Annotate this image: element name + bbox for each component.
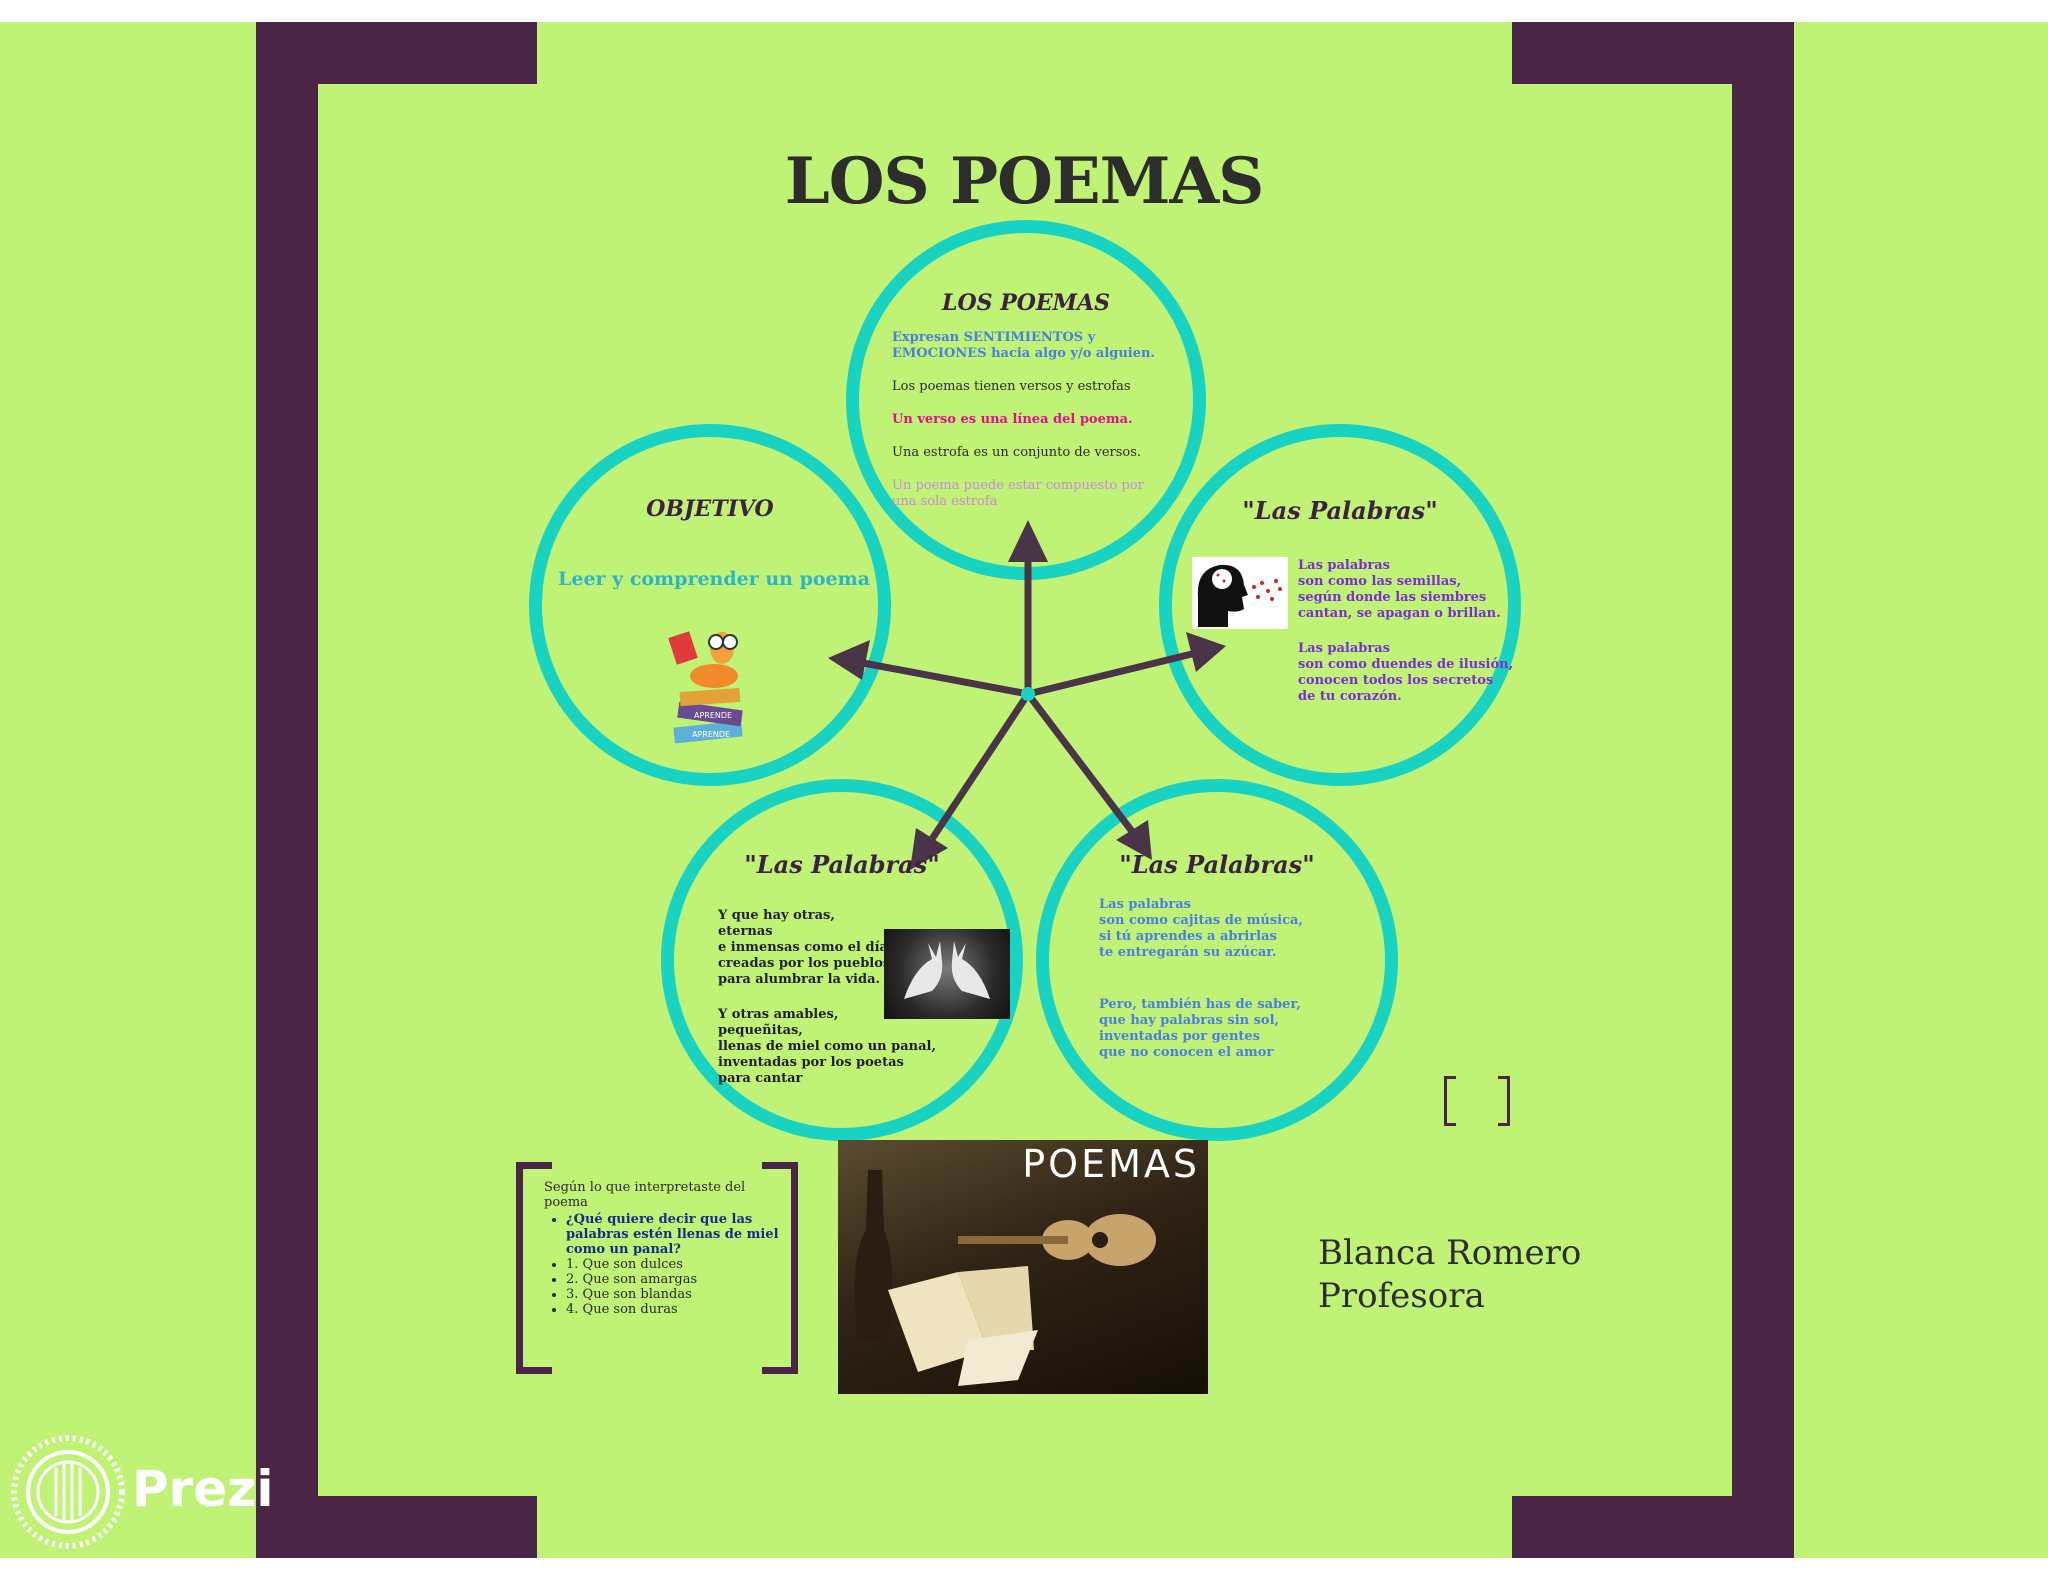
circle-bottom-right-stanza2: Pero, también has de saber, que hay pala…	[1099, 997, 1301, 1061]
option-2[interactable]: 2. Que son amargas	[566, 1272, 796, 1287]
circle-bottom-right-title: "Las Palabras"	[1036, 850, 1398, 879]
arrowhead-up	[1008, 520, 1048, 562]
option-4[interactable]: 4. Que son duras	[566, 1302, 796, 1317]
circle-top-title: LOS POEMAS	[846, 290, 1206, 316]
circle-bottom-left-stanza2: Y otras amables, pequeñitas, llenas de m…	[718, 1007, 936, 1087]
prezi-logo-text: Prezi	[132, 1460, 273, 1518]
circle-top-line3: Un verso es una línea del poema.	[892, 412, 1133, 428]
poemas-poster-image: POEMAS	[838, 1140, 1208, 1394]
author-role: Profesora	[1318, 1275, 1581, 1318]
circle-bottom-left-stanza1: Y que hay otras, eternas e inmensas como…	[718, 908, 895, 988]
presentation-canvas: LOS POEMAS LOS POEMAS Expresan SENTIMIEN…	[0, 22, 2048, 1558]
circle-right-stanza1: Las palabras son como las semillas, segú…	[1298, 558, 1501, 622]
arrow-hub	[1021, 687, 1035, 701]
arrow-bottom-right	[1028, 694, 1134, 834]
circle-top-line5: Un poema puede estar compuesto por una s…	[892, 478, 1144, 510]
circle-left-title: OBJETIVO	[529, 496, 891, 522]
arrow-right	[1028, 652, 1200, 694]
circle-right-title: "Las Palabras"	[1159, 496, 1521, 525]
prezi-logo-icon	[8, 1432, 128, 1552]
question-list: ¿Qué quiere decir que las palabras estén…	[548, 1212, 796, 1317]
prezi-logo[interactable]: Prezi	[8, 1432, 256, 1556]
arrow-left	[858, 662, 1028, 694]
circle-top-line2: Los poemas tienen versos y estrofas	[892, 379, 1131, 395]
speaking-head-image	[1192, 557, 1288, 629]
reading-worm-books-icon: APRENDE APRENDE	[664, 612, 760, 756]
circle-right-stanza2: Las palabras son como duendes de ilusión…	[1298, 641, 1513, 705]
option-3[interactable]: 3. Que son blandas	[566, 1287, 796, 1302]
circle-bottom-left-title: "Las Palabras"	[661, 850, 1023, 879]
author-block: Blanca Romero Profesora	[1318, 1232, 1581, 1318]
arrowhead-right	[1186, 632, 1226, 672]
option-1[interactable]: 1. Que son dulces	[566, 1257, 796, 1272]
objective-text: Leer y comprender un poema	[558, 568, 870, 590]
circle-top-line1: Expresan SENTIMIENTOS y EMOCIONES hacia …	[892, 330, 1155, 362]
arrowhead-left	[828, 640, 870, 680]
arrow-bottom-left	[930, 694, 1028, 842]
author-name: Blanca Romero	[1318, 1232, 1581, 1275]
small-bracket-frame[interactable]	[1444, 1076, 1510, 1126]
book-word-1: APRENDE	[692, 730, 730, 739]
question-intro: Según lo que interpretaste del poema	[544, 1180, 784, 1210]
circle-top-line4: Una estrofa es un conjunto de versos.	[892, 445, 1141, 461]
poster-title: POEMAS	[1022, 1142, 1200, 1186]
book-word-2: APRENDE	[694, 711, 732, 720]
circle-bottom-right-stanza1: Las palabras son como cajitas de música,…	[1099, 897, 1303, 961]
hands-photo	[884, 929, 1010, 1019]
question-text: ¿Qué quiere decir que las palabras estén…	[566, 1212, 796, 1257]
